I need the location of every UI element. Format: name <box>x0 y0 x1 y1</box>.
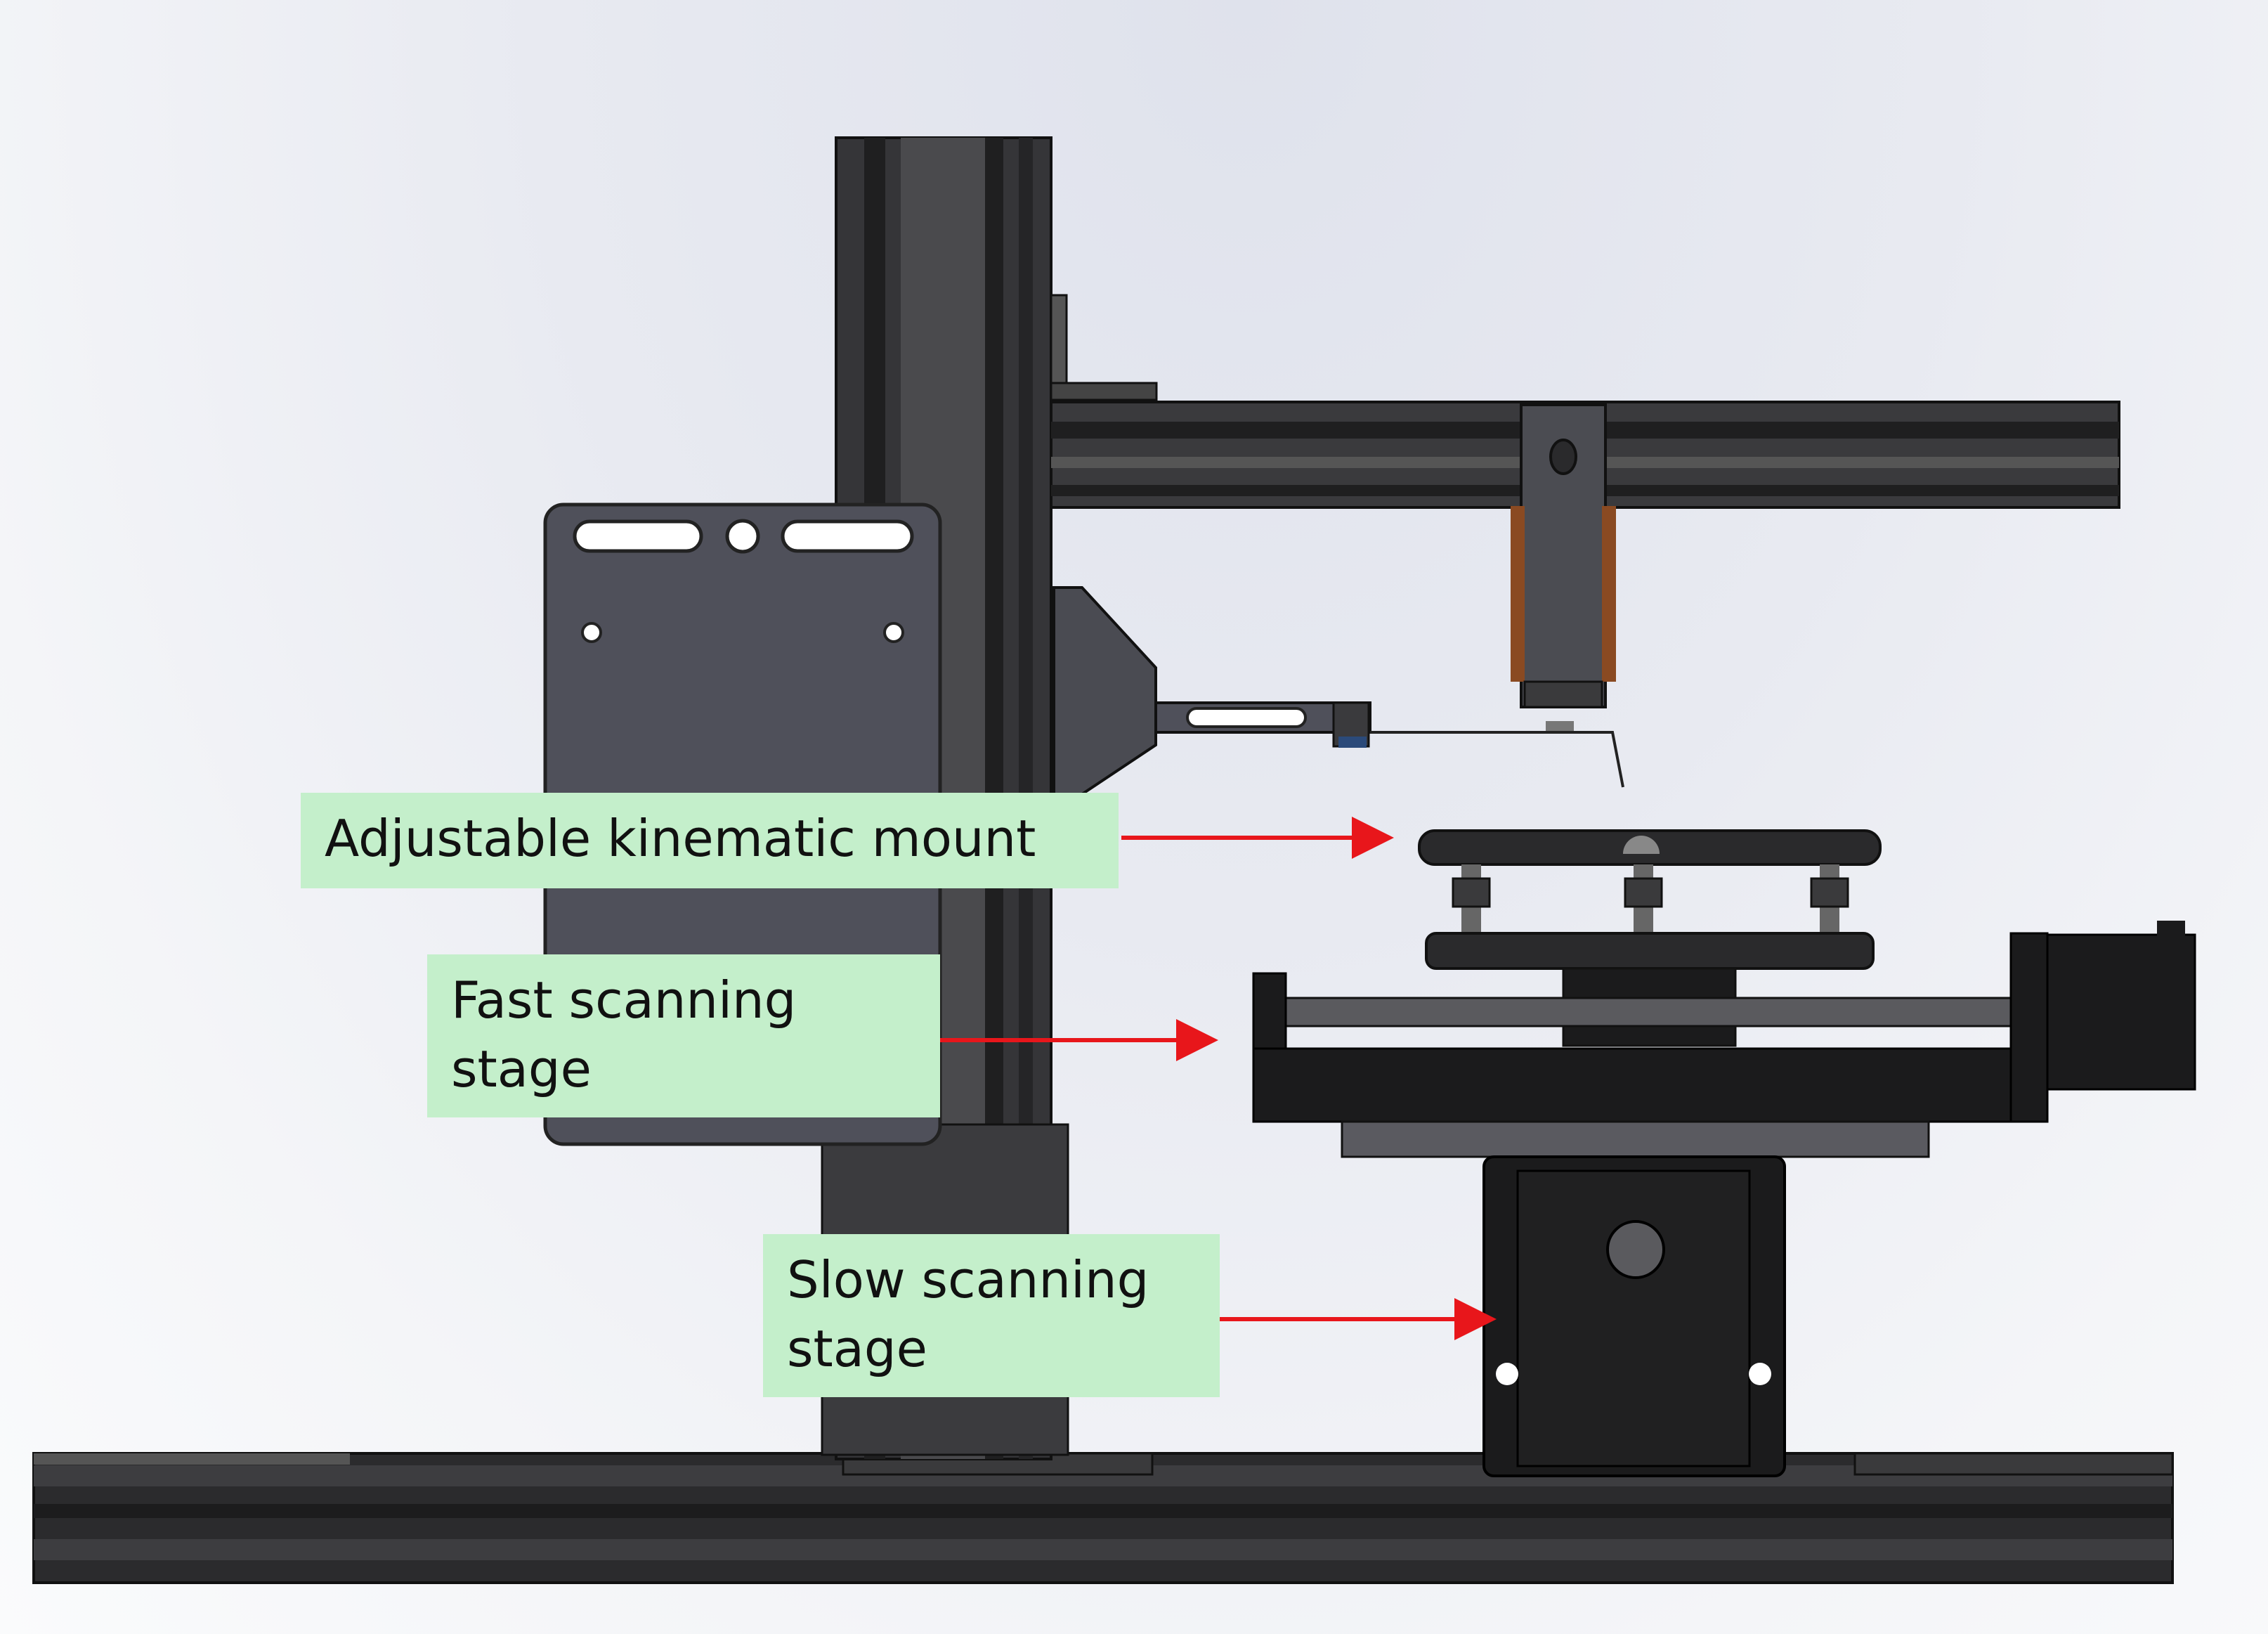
slow-scanning-stage <box>1482 1155 1786 1477</box>
base-rail <box>32 1452 2174 1584</box>
probe-holder <box>1511 403 1616 731</box>
callout-fast-scanning-stage: Fast scanning stage <box>427 954 940 1117</box>
fast-scanning-stage <box>1252 921 2196 1158</box>
callout-slow-scanning-stage: Slow scanning stage <box>763 1234 1220 1397</box>
callout-kinematic-mount: Adjustable kinematic mount <box>301 793 1119 888</box>
probe-bracket <box>1052 586 1624 796</box>
kinematic-mount <box>1418 829 1882 970</box>
